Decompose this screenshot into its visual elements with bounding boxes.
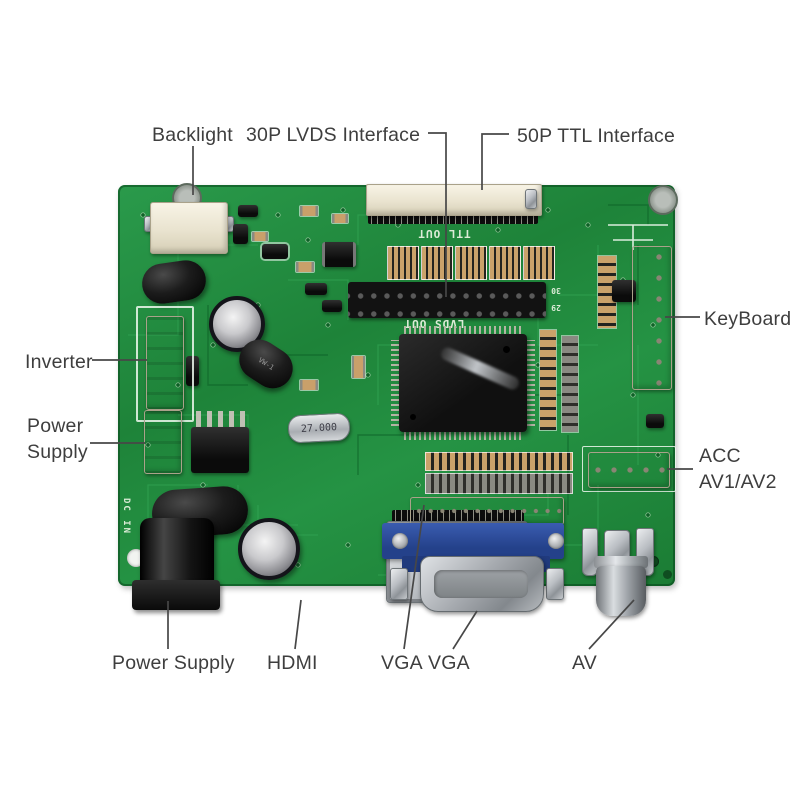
smd-resistor-column xyxy=(540,330,556,430)
inverter-connector xyxy=(146,316,184,410)
smd-ic xyxy=(262,244,288,259)
label-vga-port: VGA xyxy=(428,652,470,674)
smd-resistor-column xyxy=(598,256,616,328)
keyboard-connector xyxy=(632,246,672,390)
smd-resistor-row xyxy=(425,452,573,471)
smd-resistor xyxy=(300,380,318,390)
crystal-marking: 27.000 xyxy=(300,421,338,435)
vga-connector-body xyxy=(382,523,564,559)
chip-pins-right xyxy=(526,340,535,426)
label-lvds-interface: 30P LVDS Interface xyxy=(246,124,421,146)
label-power-supply-left: Power Supply xyxy=(27,415,88,464)
label-vga-header: VGA xyxy=(381,652,423,674)
smd-ic xyxy=(612,280,636,302)
smd-resistor xyxy=(300,206,318,216)
resistor-network xyxy=(489,246,521,280)
label-ttl-interface: 50P TTL Interface xyxy=(517,125,676,147)
resistor-network xyxy=(455,246,487,280)
ttl-connector-latch xyxy=(525,189,537,209)
smd-capacitor xyxy=(322,300,342,312)
smd-resistor xyxy=(352,356,365,378)
lvds-pin-header xyxy=(348,282,546,318)
inductor-marking: VW-1 xyxy=(256,356,276,372)
label-acc: ACC AV1/AV2 xyxy=(699,443,777,496)
silkscreen-pin-30: 30 xyxy=(551,286,561,295)
label-power-supply-bottom: Power Supply xyxy=(112,652,235,674)
silkscreen-dc-in: DC IN xyxy=(121,498,131,536)
smd-resistor xyxy=(296,262,314,272)
smd-resistor-row xyxy=(425,473,573,494)
sot23-transistor xyxy=(646,414,664,428)
label-acc-line1: ACC xyxy=(699,445,741,467)
vga-screw-left xyxy=(392,533,408,549)
smd-resistor-column xyxy=(562,336,578,432)
resistor-network xyxy=(523,246,555,280)
label-inverter: Inverter xyxy=(25,351,93,373)
chip-pins-bottom xyxy=(404,431,522,440)
rca-flange xyxy=(594,556,648,568)
silkscreen-box-inverter xyxy=(136,306,194,422)
smd-capacitor xyxy=(238,205,258,217)
sop8-chip xyxy=(322,242,356,267)
via-hole-bottom-right-2 xyxy=(663,570,672,579)
dc-jack-base xyxy=(132,580,220,610)
ttl-ffc-connector xyxy=(366,184,542,216)
smd-capacitor xyxy=(233,224,248,244)
crystal-oscillator: 27.000 xyxy=(287,412,351,444)
chip-pin1-dot xyxy=(503,346,510,353)
resistor-network xyxy=(421,246,453,280)
chip-pins-left xyxy=(391,340,400,426)
vga-standoff-left xyxy=(390,568,408,600)
dc-barrel-jack xyxy=(140,518,214,588)
chip-pins-top xyxy=(404,326,522,335)
resistor-network xyxy=(387,246,419,280)
label-backlight: Backlight xyxy=(152,124,233,146)
regulator-legs xyxy=(196,411,246,427)
vga-pin-header xyxy=(410,497,564,525)
vga-dsub-inner xyxy=(434,570,528,598)
smd-capacitor xyxy=(305,283,327,295)
electrolytic-capacitor xyxy=(238,518,300,580)
silkscreen-pin-29: 29 xyxy=(551,303,561,312)
rca-av-jack xyxy=(596,566,646,616)
smd-resistor xyxy=(252,232,268,241)
vga-standoff-right xyxy=(546,568,564,600)
label-keyboard: KeyBoard xyxy=(704,308,792,330)
mounting-hole-top-right xyxy=(648,185,678,215)
silkscreen-ttl-out: TTL OUT xyxy=(417,227,471,240)
chip-dimple xyxy=(410,414,416,420)
voltage-regulator xyxy=(191,427,249,473)
vga-screw-right xyxy=(548,533,564,549)
label-av: AV xyxy=(572,652,597,674)
acc-av-connector xyxy=(588,452,670,488)
power-supply-connector xyxy=(144,410,182,474)
label-hdmi: HDMI xyxy=(267,652,318,674)
label-acc-line2: AV1/AV2 xyxy=(699,471,777,494)
backlight-connector xyxy=(150,202,228,254)
smd-resistor xyxy=(332,214,348,223)
